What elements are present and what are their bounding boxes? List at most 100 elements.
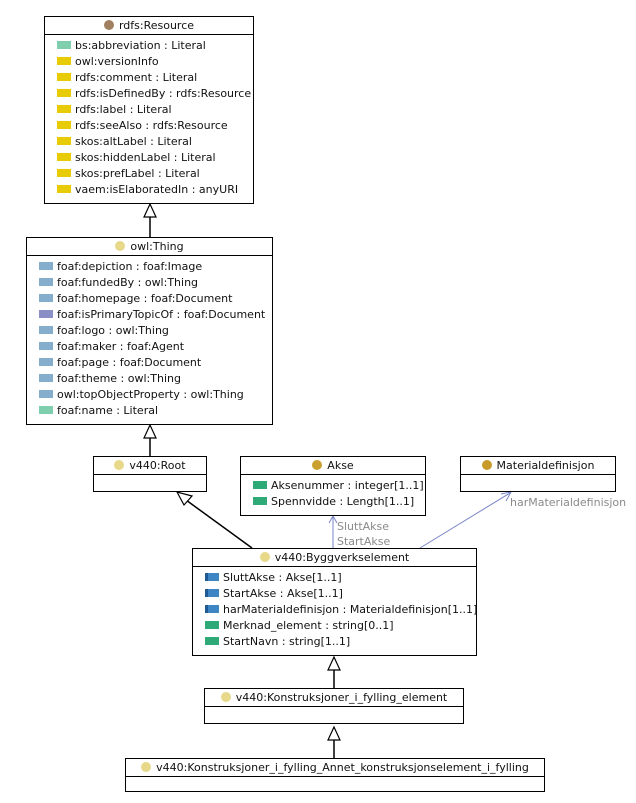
attribute-label: skos:hiddenLabel : Literal bbox=[75, 151, 216, 164]
attribute-row[interactable]: SluttAkse : Akse[1..1] bbox=[193, 570, 476, 586]
class-circle-icon bbox=[114, 460, 125, 470]
attribute-row[interactable]: bs:abbreviation : Literal bbox=[45, 38, 253, 54]
attribute-row[interactable]: StartAkse : Akse[1..1] bbox=[193, 586, 476, 602]
annotation-icon bbox=[57, 89, 71, 97]
generalization-root-to-thing bbox=[143, 423, 157, 456]
attribute-row[interactable]: foaf:theme : owl:Thing bbox=[27, 371, 272, 387]
attribute-row[interactable]: foaf:depiction : foaf:Image bbox=[27, 259, 272, 275]
object-property-icon bbox=[39, 326, 53, 334]
class-v440-konstruksjoner-annet[interactable]: v440:Konstruksjoner_i_fylling_Annet_kons… bbox=[125, 758, 545, 792]
attribute-label: owl:versionInfo bbox=[75, 55, 159, 68]
attribute-label: foaf:homepage : foaf:Document bbox=[57, 292, 233, 305]
class-v440-root[interactable]: v440:Root bbox=[93, 456, 207, 492]
object-property-icon bbox=[39, 262, 53, 270]
attribute-row[interactable]: foaf:homepage : foaf:Document bbox=[27, 291, 272, 307]
attribute-row[interactable]: rdfs:label : Literal bbox=[45, 102, 253, 118]
class-name: v440:Konstruksjoner_i_fylling_Annet_kons… bbox=[156, 761, 529, 774]
object-property-icon bbox=[39, 390, 53, 398]
attribute-row[interactable]: foaf:page : foaf:Document bbox=[27, 355, 272, 371]
annotation-icon bbox=[57, 153, 71, 161]
attribute-row[interactable]: Spennvidde : Length[1..1] bbox=[241, 494, 425, 510]
attribute-row[interactable]: owl:versionInfo bbox=[45, 54, 253, 70]
class-circle-icon bbox=[259, 552, 270, 562]
attribute-row[interactable]: foaf:maker : foaf:Agent bbox=[27, 339, 272, 355]
attribute-label: harMaterialdefinisjon : Materialdefinisj… bbox=[223, 603, 478, 616]
attribute-row[interactable]: Merknad_element : string[0..1] bbox=[193, 618, 476, 634]
class-name: rdfs:Resource bbox=[118, 19, 195, 32]
object-property-dark-icon bbox=[205, 573, 219, 581]
generalization-byggverk-to-root bbox=[175, 491, 253, 549]
attribute-row[interactable]: foaf:isPrimaryTopicOf : foaf:Document bbox=[27, 307, 272, 323]
attribute-label: foaf:fundedBy : owl:Thing bbox=[57, 276, 199, 289]
annotation-icon bbox=[57, 121, 71, 129]
annotation-icon bbox=[57, 137, 71, 145]
class-header: rdfs:Resource bbox=[45, 17, 253, 35]
literal-icon bbox=[39, 406, 53, 414]
edge-label-start-akse: StartAkse bbox=[337, 535, 391, 548]
class-materialdefinisjon[interactable]: Materialdefinisjon bbox=[460, 456, 616, 492]
class-name: v440:Root bbox=[129, 459, 186, 472]
class-header: v440:Konstruksjoner_i_fylling_element bbox=[205, 689, 463, 707]
attribute-list: foaf:depiction : foaf:Image foaf:fundedBy… bbox=[27, 256, 272, 423]
class-akse[interactable]: Akse Aksenummer : integer[1..1]Spennvidd… bbox=[240, 456, 426, 516]
class-header: Akse bbox=[241, 457, 425, 475]
annotation-icon bbox=[57, 105, 71, 113]
edge-label-har-materialdefinisjon: harMaterialdefinisjon bbox=[510, 496, 627, 509]
attribute-row[interactable]: foaf:fundedBy : owl:Thing bbox=[27, 275, 272, 291]
datatype-property-icon bbox=[253, 481, 267, 489]
attribute-label: rdfs:seeAlso : rdfs:Resource bbox=[75, 119, 228, 132]
class-v440-konstruksjoner-i-fylling-element[interactable]: v440:Konstruksjoner_i_fylling_element bbox=[204, 688, 464, 724]
attribute-row[interactable]: skos:altLabel : Literal bbox=[45, 134, 253, 150]
attribute-row[interactable]: rdfs:isDefinedBy : rdfs:Resource bbox=[45, 86, 253, 102]
object-property-icon bbox=[39, 374, 53, 382]
attribute-list: SluttAkse : Akse[1..1] StartAkse : Akse[1… bbox=[193, 567, 478, 654]
class-circle-icon bbox=[312, 460, 323, 470]
attribute-row[interactable]: foaf:name : Literal bbox=[27, 403, 272, 419]
class-name: Akse bbox=[327, 459, 354, 472]
object-property-icon bbox=[39, 294, 53, 302]
attribute-row[interactable]: harMaterialdefinisjon : Materialdefinisj… bbox=[193, 602, 478, 618]
class-name: v440:Byggverkselement bbox=[274, 551, 410, 564]
class-v440-byggverkselement[interactable]: v440:Byggverkselement SluttAkse : Akse[1… bbox=[192, 548, 477, 656]
generalization-thing-to-resource bbox=[143, 202, 157, 237]
attribute-label: SluttAkse : Akse[1..1] bbox=[223, 571, 342, 584]
class-name: Materialdefinisjon bbox=[496, 459, 595, 472]
attribute-label: foaf:depiction : foaf:Image bbox=[57, 260, 203, 273]
object-property-dark-icon bbox=[205, 605, 219, 613]
class-circle-icon bbox=[141, 762, 152, 772]
attribute-row[interactable]: owl:topObjectProperty : owl:Thing bbox=[27, 387, 272, 403]
attribute-row[interactable]: Aksenummer : integer[1..1] bbox=[241, 478, 425, 494]
class-circle-icon bbox=[220, 692, 231, 702]
class-name: owl:Thing bbox=[130, 240, 184, 253]
attribute-row[interactable]: rdfs:seeAlso : rdfs:Resource bbox=[45, 118, 253, 134]
attribute-row[interactable]: rdfs:comment : Literal bbox=[45, 70, 253, 86]
class-header: Materialdefinisjon bbox=[461, 457, 615, 475]
class-name: v440:Konstruksjoner_i_fylling_element bbox=[235, 691, 448, 704]
attribute-label: foaf:isPrimaryTopicOf : foaf:Document bbox=[57, 308, 266, 321]
attribute-row[interactable]: skos:hiddenLabel : Literal bbox=[45, 150, 253, 166]
attribute-label: rdfs:isDefinedBy : rdfs:Resource bbox=[75, 87, 252, 100]
object-property-icon bbox=[39, 342, 53, 350]
generalization-konstruksjoner-to-byggverk bbox=[327, 655, 341, 688]
attribute-list: Aksenummer : integer[1..1]Spennvidde : L… bbox=[241, 475, 425, 514]
attribute-row[interactable]: StartNavn : string[1..1] bbox=[193, 634, 476, 650]
datatype-property-icon bbox=[205, 637, 219, 645]
attribute-row[interactable]: vaem:isElaboratedIn : anyURI bbox=[45, 182, 253, 198]
attribute-label: rdfs:comment : Literal bbox=[75, 71, 198, 84]
attribute-row[interactable]: foaf:logo : owl:Thing bbox=[27, 323, 272, 339]
annotation-icon bbox=[57, 57, 71, 65]
generalization-annet-to-konstruksjoner bbox=[327, 725, 341, 758]
class-header: v440:Root bbox=[94, 457, 206, 475]
object-property-icon bbox=[39, 278, 53, 286]
attribute-row[interactable]: skos:prefLabel : Literal bbox=[45, 166, 253, 182]
class-header: owl:Thing bbox=[27, 238, 272, 256]
association-byggverk-to-akse bbox=[328, 514, 338, 548]
object-property-dark-icon bbox=[205, 589, 219, 597]
datatype-property-icon bbox=[205, 621, 219, 629]
attribute-label: foaf:page : foaf:Document bbox=[57, 356, 202, 369]
attribute-label: skos:prefLabel : Literal bbox=[75, 167, 200, 180]
attribute-label: foaf:name : Literal bbox=[57, 404, 159, 417]
